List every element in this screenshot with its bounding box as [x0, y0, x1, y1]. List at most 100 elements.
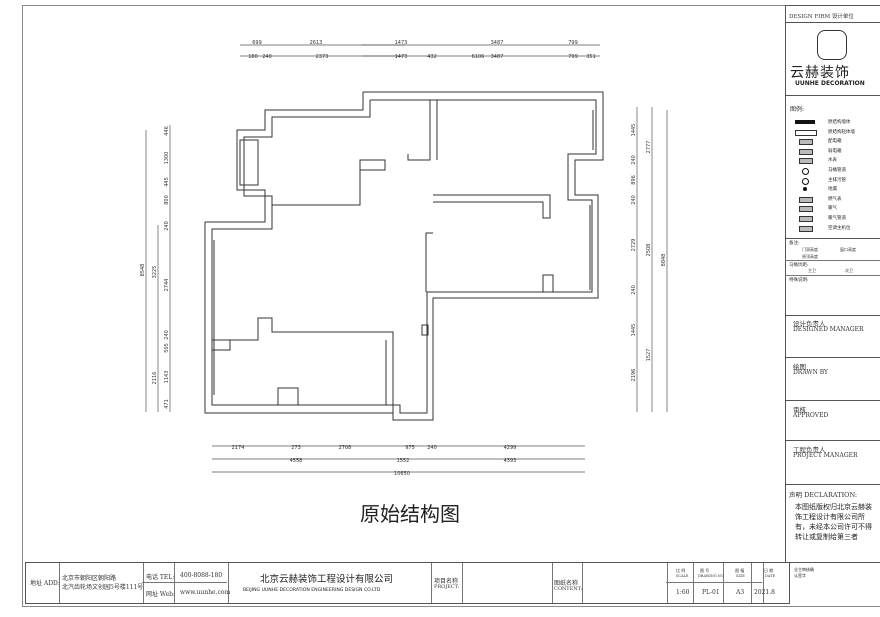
dim-label: 699: [252, 40, 262, 46]
gas-meter-icon: [799, 196, 813, 203]
dim-label: 3225: [152, 266, 158, 279]
legend-item: 原结构墙体: [793, 118, 878, 127]
legend-label: 暖气管道: [828, 216, 846, 221]
scale-value: 1:60: [676, 589, 690, 596]
dim-label: 273: [291, 445, 301, 451]
heating-pipe-icon: [799, 216, 813, 222]
column: [542, 274, 554, 293]
interior-wall: [433, 194, 551, 219]
dim-label: 2777: [646, 141, 652, 154]
dim-label: 3487: [491, 54, 504, 60]
interior-wall: [212, 340, 231, 351]
address-line1: 北京市朝阳区朝阳路: [62, 575, 117, 582]
dim-label: 1552: [397, 458, 410, 464]
footer-block: [25, 562, 790, 604]
dim-label: 2744: [164, 279, 170, 292]
dim-label: 240: [164, 330, 170, 340]
dim-label: 2708: [339, 445, 352, 451]
dim-label: 2373: [316, 54, 329, 60]
light-wall-icon: [795, 129, 817, 136]
dim-label: 446: [164, 126, 170, 136]
dim-label: 799: [568, 40, 578, 46]
dim-label: 240: [262, 54, 272, 60]
logo-emblem: [817, 30, 847, 60]
dim-label: 799: [568, 54, 578, 60]
dim-label: 1300: [164, 152, 170, 165]
scale-label: 比 例: [676, 568, 686, 573]
size-label: 图 幅: [735, 568, 745, 573]
dim-label: 351: [586, 54, 596, 60]
web-value: www.uunhe.com: [180, 589, 231, 596]
legend-item: 马桶管道: [793, 166, 878, 175]
window-height-label: 窗口高度: [840, 247, 856, 252]
legend-item: 燃气表: [793, 195, 878, 204]
dim-label: 6106: [472, 54, 485, 60]
project-label: 项目名称: [434, 578, 459, 585]
legend-item: 主排污管: [793, 176, 878, 185]
drawn-label: 绘图: [793, 363, 806, 371]
dim-label: 240: [427, 445, 437, 451]
legend-label: 原结构轻体墙: [828, 129, 855, 135]
dim-label: 3487: [491, 40, 504, 46]
interior-wall: [212, 317, 394, 413]
logo-text: 云赫装饰: [790, 65, 850, 81]
legend-item: 水表: [793, 156, 878, 165]
dim-label: 2196: [631, 369, 637, 382]
dim-label: 4393: [504, 458, 517, 464]
dim-label: 4558: [290, 458, 303, 464]
date-label-en: DATE: [765, 574, 776, 578]
inner-wall: [211, 99, 597, 414]
legend-label: 水表: [828, 158, 837, 164]
address-label: 地址 ADD:: [30, 580, 60, 587]
legend-item: 空调主机位: [793, 224, 878, 233]
radiator-icon: [799, 206, 813, 213]
ceiling-height-label: 原顶高度: [802, 254, 818, 259]
declaration-text: 本图纸版权归北京云赫装饰工程设计有限公司所有，未经本公司许可不得转让或复制给第三…: [795, 503, 872, 541]
dim-label: 975: [405, 445, 415, 451]
dim-label: 2116: [152, 372, 158, 385]
dim-label: 1473: [395, 40, 408, 46]
content-label: 图纸名称: [554, 580, 579, 587]
main-drain-icon: [802, 177, 809, 185]
address-line2: 北汽齿轮场文创园5号楼111号: [62, 584, 144, 591]
legend-label: 马桶管道: [828, 168, 846, 173]
column: [421, 324, 429, 336]
content-label-en: CONTENT:: [554, 586, 583, 592]
dim-label: 432: [427, 54, 437, 60]
drawing-no-label: 图 号: [700, 568, 710, 573]
distribution-box-icon: [799, 139, 813, 146]
interior-wall: [407, 100, 431, 161]
legend-item: 原结构轻体墙: [793, 128, 878, 137]
size-value: A3: [736, 589, 745, 596]
logo-subtitle: UUNHE DECORATION: [795, 80, 865, 87]
dim-label: 445: [164, 177, 170, 187]
project-label-en: PROJECT:: [434, 584, 460, 590]
dim-label: 1445: [631, 324, 637, 337]
legend-item: 地漏: [793, 185, 878, 194]
pm-label: 工程负责人: [793, 446, 826, 454]
dim-label: 1445: [631, 124, 637, 137]
dim-label: 505: [164, 343, 170, 353]
toilet-distance-label: 马桶坑距:: [789, 263, 809, 268]
design-firm-label: DESIGN FIRM 设计单位: [789, 14, 854, 20]
interior-wall: [272, 159, 386, 206]
legend-item: 弱电箱: [793, 147, 878, 156]
tel-label: 电话 TEL:: [146, 574, 175, 581]
legend-label: 原结构墙体: [828, 120, 851, 125]
dim-label: 1143: [164, 371, 170, 384]
title-column: [785, 5, 880, 563]
drawn-label-en: DRAWN BY: [793, 369, 829, 376]
dim-label: 896: [631, 175, 637, 185]
legend-title: 图例:: [790, 106, 805, 113]
water-meter-icon: [799, 158, 813, 165]
weak-current-box-icon: [799, 148, 813, 155]
web-label: 网址 Web:: [146, 591, 175, 598]
balcony: [239, 139, 259, 186]
dim-label: 1527: [646, 349, 652, 362]
notes-label: 备注:: [789, 241, 800, 246]
door-height-label: 门洞高度: [802, 247, 818, 252]
second-bath-label: 次卫: [845, 268, 853, 273]
solid-wall-icon: [795, 120, 815, 124]
dim-label: 240: [164, 221, 170, 231]
legend-label: 空调主机位: [828, 225, 851, 231]
